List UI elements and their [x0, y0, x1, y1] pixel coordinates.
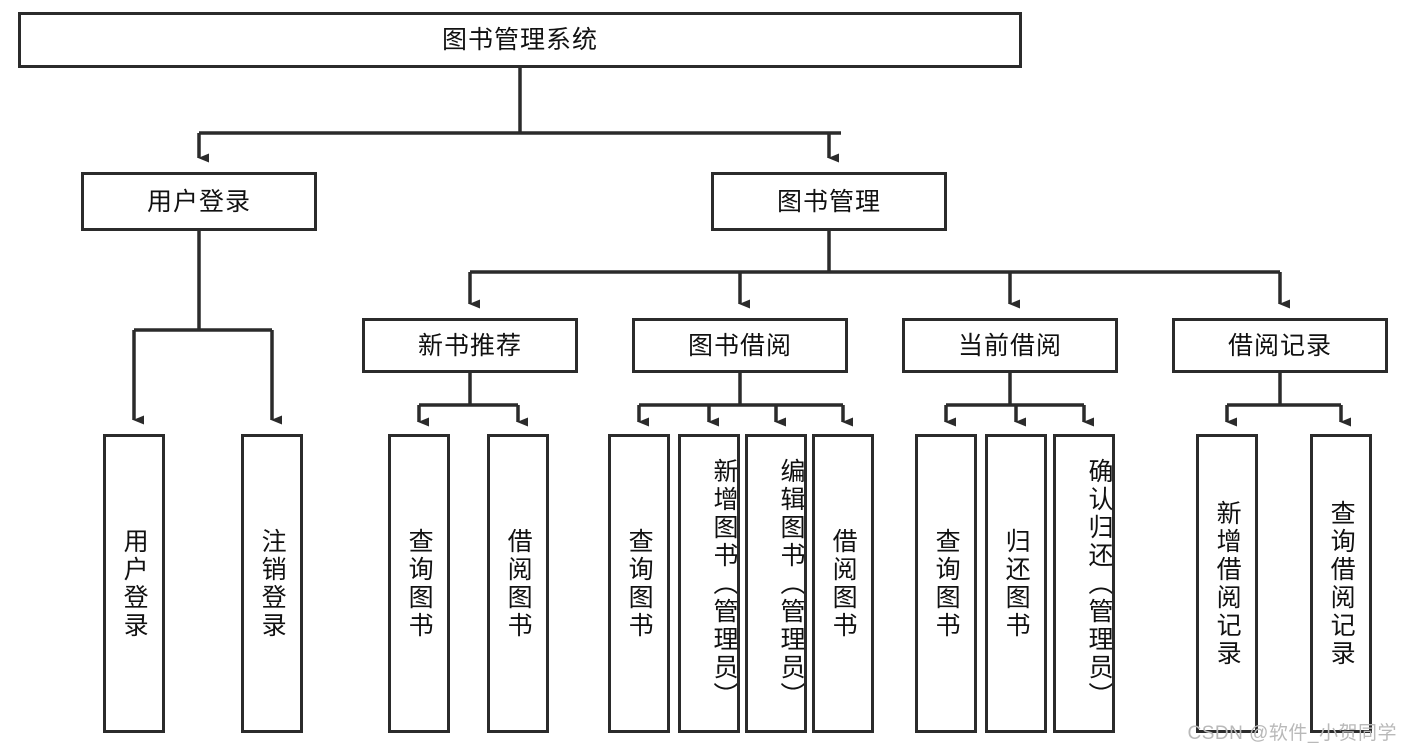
node-leaf-query-record-label: 查询借阅记录 — [1327, 499, 1356, 668]
node-leaf-add-book[interactable]: 新增图书（管理员） — [678, 434, 740, 733]
node-current-borrow[interactable]: 当前借阅 — [902, 318, 1118, 373]
node-leaf-user-login[interactable]: 用户登录 — [103, 434, 165, 733]
node-leaf-add-record-label: 新增借阅记录 — [1213, 499, 1242, 668]
node-new-book-recommend[interactable]: 新书推荐 — [362, 318, 578, 373]
node-leaf-query-book-3-label: 查询图书 — [932, 527, 961, 640]
node-leaf-query-book-1-label: 查询图书 — [405, 527, 434, 640]
node-leaf-confirm-return[interactable]: 确认归还（管理员） — [1053, 434, 1115, 733]
node-book-manage-label: 图书管理 — [776, 187, 881, 216]
node-borrow-record[interactable]: 借阅记录 — [1172, 318, 1388, 373]
node-current-borrow-label: 当前借阅 — [957, 331, 1062, 360]
node-root[interactable]: 图书管理系统 — [18, 12, 1022, 68]
watermark-text: CSDN @软件_小贺同学 — [1187, 723, 1397, 744]
node-leaf-borrow-book-1-label: 借阅图书 — [504, 527, 533, 640]
node-leaf-confirm-return-label: 确认归还（管理员） — [1085, 457, 1113, 710]
node-leaf-return-book[interactable]: 归还图书 — [985, 434, 1047, 733]
node-leaf-borrow-book-2[interactable]: 借阅图书 — [812, 434, 874, 733]
node-book-borrow-label: 图书借阅 — [687, 331, 792, 360]
node-leaf-query-record[interactable]: 查询借阅记录 — [1310, 434, 1372, 733]
node-leaf-query-book-2-label: 查询图书 — [625, 527, 654, 640]
node-leaf-query-book-1[interactable]: 查询图书 — [388, 434, 450, 733]
node-leaf-user-login-label: 用户登录 — [120, 527, 149, 640]
node-leaf-borrow-book-1[interactable]: 借阅图书 — [487, 434, 549, 733]
node-user-login[interactable]: 用户登录 — [81, 172, 317, 231]
node-leaf-return-book-label: 归还图书 — [1002, 527, 1031, 640]
node-user-login-label: 用户登录 — [146, 187, 251, 216]
node-new-book-recommend-label: 新书推荐 — [417, 331, 522, 360]
node-borrow-record-label: 借阅记录 — [1227, 331, 1332, 360]
node-leaf-borrow-book-2-label: 借阅图书 — [829, 527, 858, 640]
node-leaf-add-book-label: 新增图书（管理员） — [710, 457, 738, 710]
node-leaf-edit-book-label: 编辑图书（管理员） — [777, 457, 805, 710]
node-leaf-user-logout-label: 注销登录 — [258, 527, 287, 640]
node-leaf-add-record[interactable]: 新增借阅记录 — [1196, 434, 1258, 733]
node-book-borrow[interactable]: 图书借阅 — [632, 318, 848, 373]
node-leaf-query-book-3[interactable]: 查询图书 — [915, 434, 977, 733]
node-leaf-query-book-2[interactable]: 查询图书 — [608, 434, 670, 733]
node-leaf-edit-book[interactable]: 编辑图书（管理员） — [745, 434, 807, 733]
node-leaf-user-logout[interactable]: 注销登录 — [241, 434, 303, 733]
node-root-label: 图书管理系统 — [441, 26, 598, 54]
node-book-manage[interactable]: 图书管理 — [711, 172, 947, 231]
